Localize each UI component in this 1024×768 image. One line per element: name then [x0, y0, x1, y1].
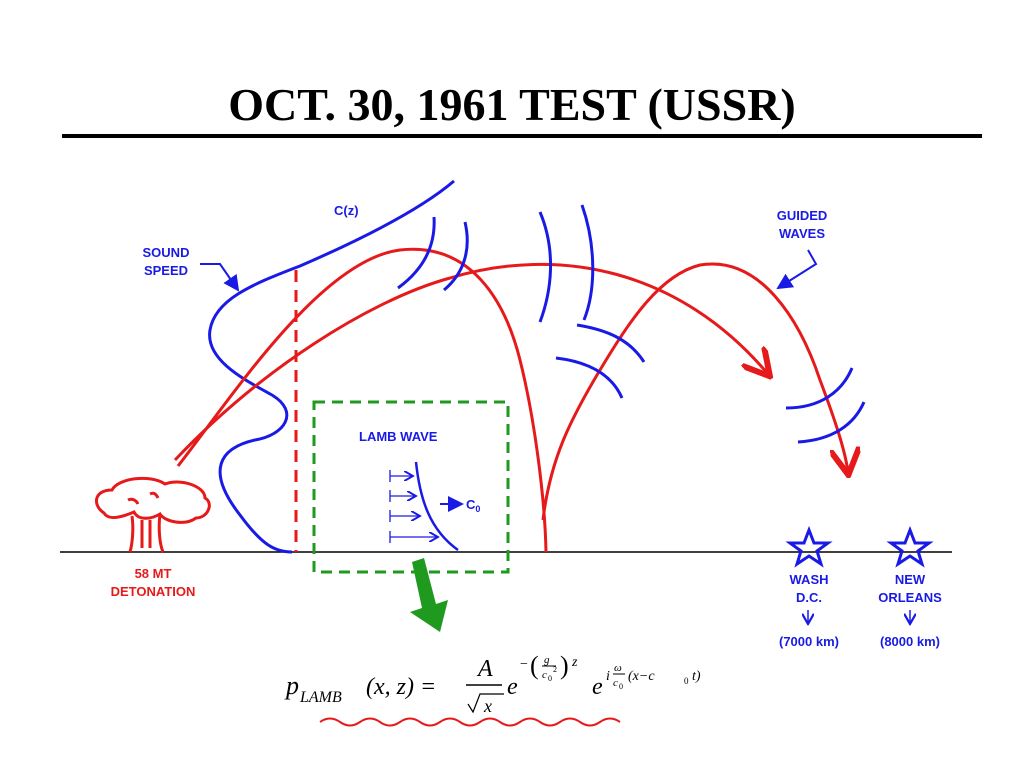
ray-rebound-arc [541, 262, 848, 521]
wavefront-2 [443, 221, 469, 292]
formula-exp1-z: z [571, 655, 578, 670]
guided-waves-pointer [776, 249, 818, 290]
wavefront-5 [576, 323, 646, 363]
sound-speed-label-line1: SOUND [142, 245, 190, 260]
formula-exp1-c: c [542, 669, 547, 681]
formula-exp2-omega: ω [614, 662, 622, 674]
star-icon-washington [785, 525, 833, 568]
wash-distance: (7000 km) [779, 634, 839, 649]
guided-waves-label-line2: WAVES [779, 226, 825, 241]
formula-exp2-sub0: 0 [619, 682, 623, 691]
formula-exp2-c: c [613, 677, 618, 689]
formula-squiggle-underline [319, 717, 621, 727]
lamb-velocity-arrows [389, 470, 438, 543]
guided-waves-label-line1: GUIDED [776, 208, 828, 223]
sound-speed-label: SOUND SPEED [136, 244, 196, 280]
formula-e2: e [592, 674, 603, 700]
detonation-label: 58 MT DETONATION [93, 565, 213, 601]
mushroom-cloud-icon [95, 476, 211, 553]
formula-sqrt [467, 693, 504, 714]
formula-exp1-lparen: ( [530, 651, 539, 680]
c0-label-sub: 0 [475, 504, 481, 514]
formula-numerator: A [476, 656, 493, 682]
star-icon-new-orleans [886, 525, 934, 568]
c0-label: C0 [466, 496, 480, 518]
sound-speed-profile [208, 179, 455, 554]
wavefront-1 [397, 216, 436, 290]
green-down-arrow [410, 558, 448, 632]
formula-e1: e [507, 674, 518, 700]
cz-label: C(z) [334, 203, 359, 218]
formula-p: p [284, 671, 299, 700]
wavefront-7 [785, 367, 854, 410]
wavefront-8 [797, 401, 866, 444]
detonation-label-line1: 58 MT [134, 566, 172, 581]
formula-exp1-rparen: ) [560, 651, 569, 680]
formula-exp1-sub0: 0 [548, 674, 552, 683]
title-underline [62, 134, 982, 138]
wash-label-line2: D.C. [796, 590, 822, 605]
formula-denominator: x [483, 696, 492, 716]
wavefronts [397, 204, 866, 444]
orleans-label-line2: ORLEANS [878, 590, 942, 605]
wash-label: WASH D.C. [778, 571, 840, 607]
orleans-distance: (8000 km) [880, 634, 940, 649]
formula-exp2-i: i [606, 669, 610, 684]
lamb-wave-box [312, 400, 510, 574]
detonation-label-line2: DETONATION [110, 584, 196, 599]
slide-title: OCT. 30, 1961 TEST (USSR) [228, 79, 796, 130]
c0-label-c: C [466, 497, 476, 512]
lamb-formula: p LAMB (x, z) = A x e − ( g c 0 2 ) z e … [284, 651, 701, 716]
formula-p-sub: LAMB [299, 689, 342, 706]
formula-exp1-minus: − [520, 657, 528, 672]
lamb-wave-profile [414, 461, 459, 552]
formula-exp1-g: g [544, 654, 550, 666]
ray-long-arrow [173, 262, 768, 462]
formula-exp1-sup2: 2 [553, 665, 557, 674]
sound-speed-label-line2: SPEED [143, 263, 189, 278]
wavefront-4 [580, 204, 595, 321]
wavefront-3 [538, 211, 553, 323]
formula-exp2-rest: (x−c [628, 669, 655, 684]
orleans-label-line1: NEW [894, 572, 926, 587]
guided-waves-label: GUIDED WAVES [764, 207, 840, 243]
orleans-label: NEW ORLEANS [866, 571, 954, 607]
formula-exp2-t: t) [692, 669, 701, 684]
sound-speed-pointer [200, 263, 240, 292]
formula-args: (x, z) = [366, 674, 436, 700]
formula-exp2-sub0b: 0 [684, 676, 689, 686]
lamb-wave-label: LAMB WAVE [359, 429, 438, 444]
wavefront-6 [555, 356, 624, 399]
wash-label-line1: WASH [789, 572, 829, 587]
ray-high-arc [176, 247, 548, 553]
